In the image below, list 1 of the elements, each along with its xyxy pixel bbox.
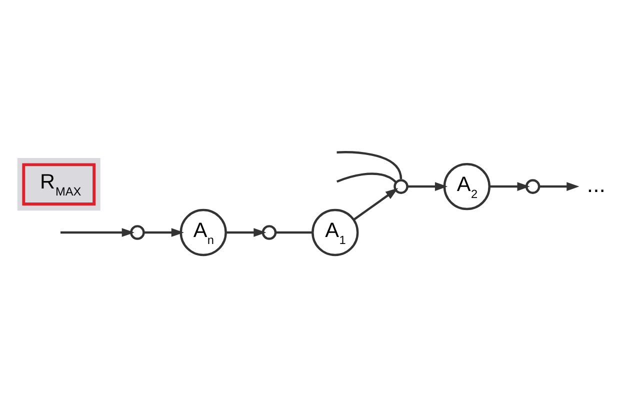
node-text: ...	[586, 172, 606, 197]
